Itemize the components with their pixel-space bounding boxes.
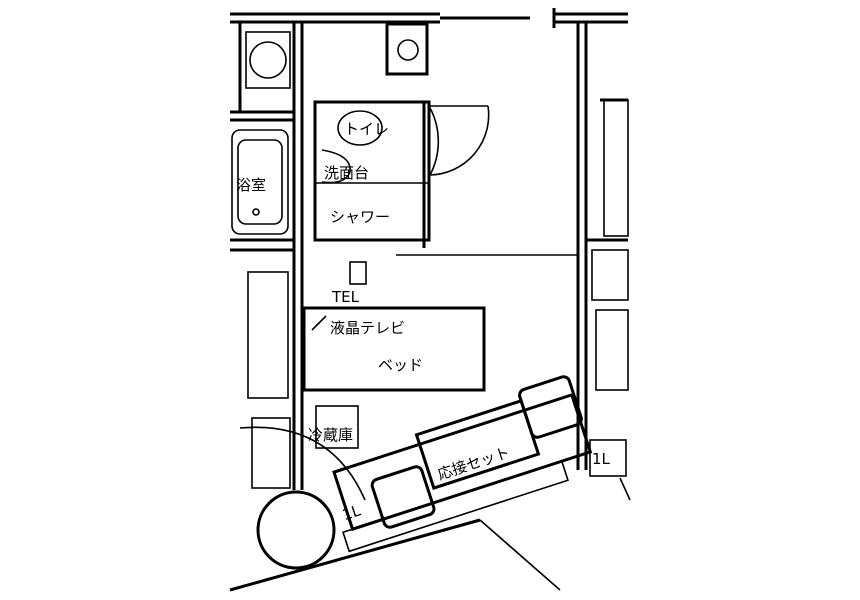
washbasin-label: 洗面台 [324, 164, 369, 182]
washing-machine [385, 22, 429, 76]
unit-right [589, 439, 627, 477]
cabinet [251, 417, 291, 489]
closet [247, 271, 289, 399]
tel-label: TEL [331, 288, 360, 306]
round-table [256, 490, 336, 570]
sofa-set [332, 375, 593, 553]
unit-right-label: 1L [592, 450, 611, 468]
lower-walls [229, 98, 631, 592]
sink-top-left [245, 31, 291, 89]
bathtub [231, 129, 289, 235]
bed-label: ベッド [378, 356, 423, 374]
door-swing [239, 426, 366, 501]
fridge-label: 冷蔵庫 [308, 426, 353, 444]
outer-walls [230, 8, 628, 490]
sofa-set-label: 応接セット [435, 443, 512, 483]
bathroom-label: 浴室 [236, 176, 266, 194]
lcd-tv-label: 液晶テレビ [330, 319, 405, 337]
telephone-icon [349, 261, 367, 285]
bed [302, 306, 486, 392]
toilet-shower-unit [313, 100, 490, 248]
unit-left-label: 1L [340, 501, 363, 524]
shower-label: シャワー [330, 208, 390, 226]
fridge [315, 405, 359, 449]
toilet-label: トイレ [344, 120, 389, 138]
tv-icon [311, 315, 327, 331]
